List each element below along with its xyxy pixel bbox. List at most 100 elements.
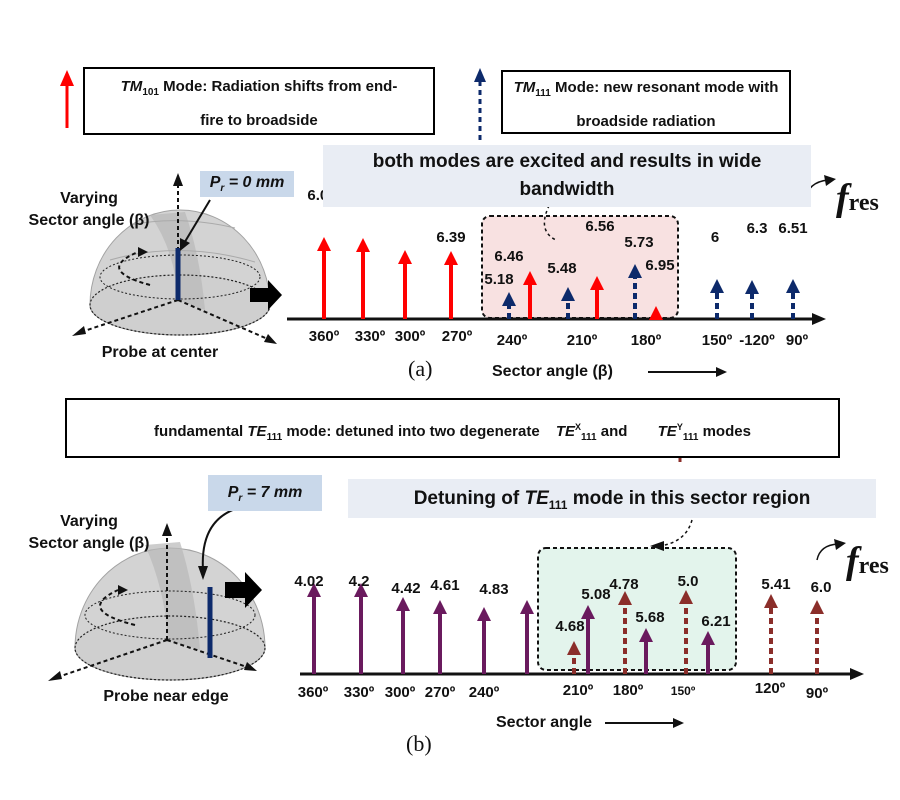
tm111-stem-120 <box>745 280 759 319</box>
tex111-stem-300 <box>396 597 410 674</box>
tm101-stem-180 <box>649 306 663 320</box>
tm101-stem-360 <box>317 237 331 319</box>
tex111-value-330: 4.2 <box>349 573 370 590</box>
tick-b-9: 90º <box>806 685 829 702</box>
tm111-value-90: 6.51 <box>778 220 807 237</box>
tm111-line1: Mode: new resonant mode with <box>550 79 779 96</box>
tick-b-2: 300º <box>385 684 416 701</box>
hemisphere-a <box>72 173 282 344</box>
tex111-stem-180 <box>639 628 653 674</box>
legend-box-tm111: TM111 Mode: new resonant mode with broad… <box>501 70 791 134</box>
pr-b-symbol: P <box>227 484 239 501</box>
tex111-stem-225 <box>520 600 534 674</box>
tex111-value-180: 5.68 <box>635 609 664 626</box>
region-b-pointer <box>659 519 693 547</box>
pr-a-symbol: P <box>209 174 221 191</box>
tm101-stem-270 <box>444 251 458 319</box>
tey111-stem-210 <box>567 641 581 674</box>
pr-a-value: = 0 mm <box>224 174 285 191</box>
tm101-symbol: TM <box>120 78 143 95</box>
axis-b-title: Sector angle <box>496 714 592 731</box>
tm111-subscript: 111 <box>535 88 551 99</box>
tm111-stem-90 <box>786 279 800 319</box>
legend-box-te111: fundamental TE111 mode: detuned into two… <box>65 398 840 458</box>
tm101-value-270: 6.39 <box>436 229 465 246</box>
panel-b-note-prefix: Detuning of <box>413 488 525 509</box>
panel-b-note-symbol: TE <box>524 488 549 509</box>
side-a-line2: Sector angle (β) <box>28 212 150 229</box>
tex111-stem-360 <box>307 583 321 674</box>
tick-b-4: 240º <box>469 684 500 701</box>
tm111-line2: broadside radiation <box>576 113 716 130</box>
panel-a-side-label: Varying Sector angle (β) <box>14 188 164 232</box>
tex111-stem-270 <box>433 600 447 674</box>
tm101-line1: Mode: Radiation shifts from end- <box>159 78 398 95</box>
hemisphere-b <box>48 507 266 681</box>
pr-b-value: = 7 mm <box>242 484 303 501</box>
tex-sup: X <box>575 422 582 432</box>
tick-b-1: 330º <box>344 684 375 701</box>
tm111-value-240: 5.18 <box>484 271 513 288</box>
tick-a-5: 210º <box>567 332 598 349</box>
side-b-line1: Varying <box>60 513 118 530</box>
panel-b-fres-label: fres <box>846 539 889 583</box>
tick-b-7: 150º <box>671 684 696 698</box>
tey111-value-210: 4.68 <box>555 618 584 635</box>
tey-sup: Y <box>676 422 683 432</box>
tm111-value-210: 5.48 <box>547 260 576 277</box>
tm111-stem-210 <box>561 287 575 319</box>
tick-a-3: 270º <box>442 328 473 345</box>
legend-box-tm101: TM101 Mode: Radiation shifts from end- f… <box>83 67 435 135</box>
tm101-subscript: 101 <box>142 87 159 98</box>
tey111-stem-180 <box>618 591 632 674</box>
tex111-value-360: 4.02 <box>294 573 323 590</box>
panel-a-note-line2: bandwidth <box>519 179 615 200</box>
tm111-stem-180 <box>628 264 642 319</box>
tex111-stem-330 <box>354 583 368 674</box>
tm111-value-180: 5.73 <box>624 234 653 251</box>
tm111-stem-150 <box>710 279 724 319</box>
tey-symbol: TE <box>657 423 677 440</box>
tick-b-6: 180º <box>613 682 644 699</box>
legend-tm101-arrow-icon <box>60 70 74 128</box>
legend-tm111-arrow-icon <box>474 68 486 140</box>
panel-a-note: both modes are excited and results in wi… <box>323 145 811 207</box>
tm111-stem-240 <box>502 292 516 319</box>
pr-a-sub: r <box>220 183 225 195</box>
fres-b-f: f <box>846 540 859 582</box>
panel-b-note: Detuning of TE111 mode in this sector re… <box>348 479 876 518</box>
tick-b-3: 270º <box>425 684 456 701</box>
tick-a-9: 90º <box>786 332 809 349</box>
tick-a-6: 180º <box>631 332 662 349</box>
tex111-stem-240 <box>477 607 491 674</box>
tm101-stem-300 <box>398 250 412 319</box>
tey111-stem-120 <box>764 594 778 674</box>
tex111-stem-150 <box>701 631 715 674</box>
tex111-stem-210 <box>581 605 595 674</box>
tick-a-8: -120º <box>739 332 775 349</box>
tick-a-2: 300º <box>395 328 426 345</box>
fres-b-arrow <box>816 543 839 561</box>
tex111-value-270: 4.61 <box>430 577 459 594</box>
tm101-stem-240 <box>523 271 537 319</box>
tm101-value-180: 6.95 <box>645 257 674 274</box>
tick-a-4: 240º <box>497 332 528 349</box>
te-and: and <box>596 423 632 440</box>
tm101-stem-210 <box>590 276 604 319</box>
tm111-value-120: 6.3 <box>747 220 768 237</box>
panel-a-probe-label: Probe at center <box>101 344 219 361</box>
tey111-value-180: 4.78 <box>609 576 638 593</box>
fres-a-sub: res <box>848 190 879 216</box>
tick-a-0: 360º <box>309 328 340 345</box>
tex111-value-150: 6.21 <box>701 613 730 630</box>
panel-b-note-suffix: mode in this sector region <box>567 488 811 509</box>
panel-b-side-label: Varying Sector angle (β) <box>14 511 164 555</box>
tm111-symbol: TM <box>513 79 536 96</box>
pr-b-sub: r <box>238 493 243 505</box>
tey-sub: 111 <box>682 432 699 443</box>
tey111-value-120: 5.41 <box>761 576 790 593</box>
tex-sub: 111 <box>581 432 597 443</box>
tm101-value-240: 6.46 <box>494 248 523 265</box>
